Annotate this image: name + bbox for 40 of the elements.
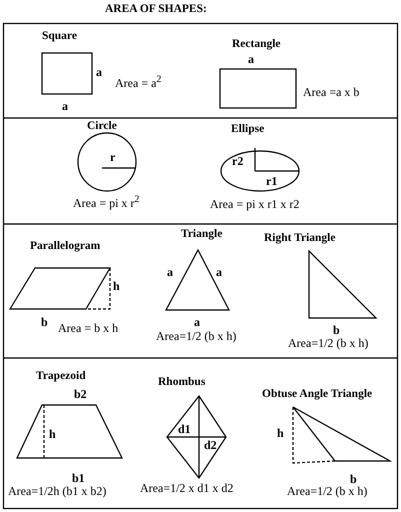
area-formula: Area=1/2 (b x h) bbox=[156, 330, 236, 344]
dimension-label: r bbox=[110, 151, 116, 165]
shape-heading: Obtuse Angle Triangle bbox=[262, 388, 372, 402]
dimension-label: b2 bbox=[74, 388, 87, 402]
dimension-label: d1 bbox=[178, 423, 191, 437]
title: AREA OF SHAPES: bbox=[105, 3, 207, 16]
dimension-label: h bbox=[113, 280, 120, 294]
area-formula: Area=1/2 (b x h) bbox=[288, 337, 368, 351]
dimension-label: d2 bbox=[204, 439, 217, 453]
area-formula: Area=1/2h (b1 x b2) bbox=[8, 485, 106, 499]
shape-heading: Rectangle bbox=[232, 38, 281, 52]
area-formula: Area=1/2 x d1 x d2 bbox=[140, 482, 234, 496]
dimension-label: h bbox=[49, 428, 56, 442]
dimension-label: a bbox=[248, 53, 254, 67]
area-formula: Area =a x b bbox=[303, 86, 360, 100]
shape-heading: Square bbox=[42, 30, 77, 44]
area-formula: Area = pi x r$^{2}$ bbox=[73, 194, 140, 211]
dimension-label: a bbox=[62, 100, 68, 114]
shape-heading: Circle bbox=[87, 120, 117, 134]
shape-heading: Parallelogram bbox=[30, 240, 100, 254]
dimension-label: a bbox=[194, 316, 200, 330]
shape-heading: Rhombus bbox=[158, 376, 206, 390]
dimension-label: h bbox=[277, 427, 284, 441]
area-formula: Area=1/2 (b x h) bbox=[287, 485, 368, 499]
area-formula: Area = b x h bbox=[58, 322, 118, 336]
dimension-label: r2 bbox=[232, 155, 244, 169]
dimension-label: a bbox=[167, 266, 173, 280]
shape-heading: Trapezoid bbox=[36, 370, 86, 384]
shape-heading: Ellipse bbox=[231, 123, 264, 136]
dimension-label: b1 bbox=[72, 472, 85, 486]
dimension-label: b bbox=[350, 473, 357, 487]
dimension-label: r1 bbox=[266, 175, 278, 189]
shape-heading: Right Triangle bbox=[264, 232, 336, 246]
dimension-label: b bbox=[333, 324, 340, 338]
dimension-label: b bbox=[41, 316, 48, 330]
dimension-label: a bbox=[216, 266, 222, 280]
shape-heading: Triangle bbox=[181, 228, 222, 242]
area-formula: Area = a$^{2}$ bbox=[115, 74, 162, 91]
dimension-label: a bbox=[96, 66, 102, 80]
area-formula: Area = pi x r1 x r2 bbox=[210, 198, 300, 212]
